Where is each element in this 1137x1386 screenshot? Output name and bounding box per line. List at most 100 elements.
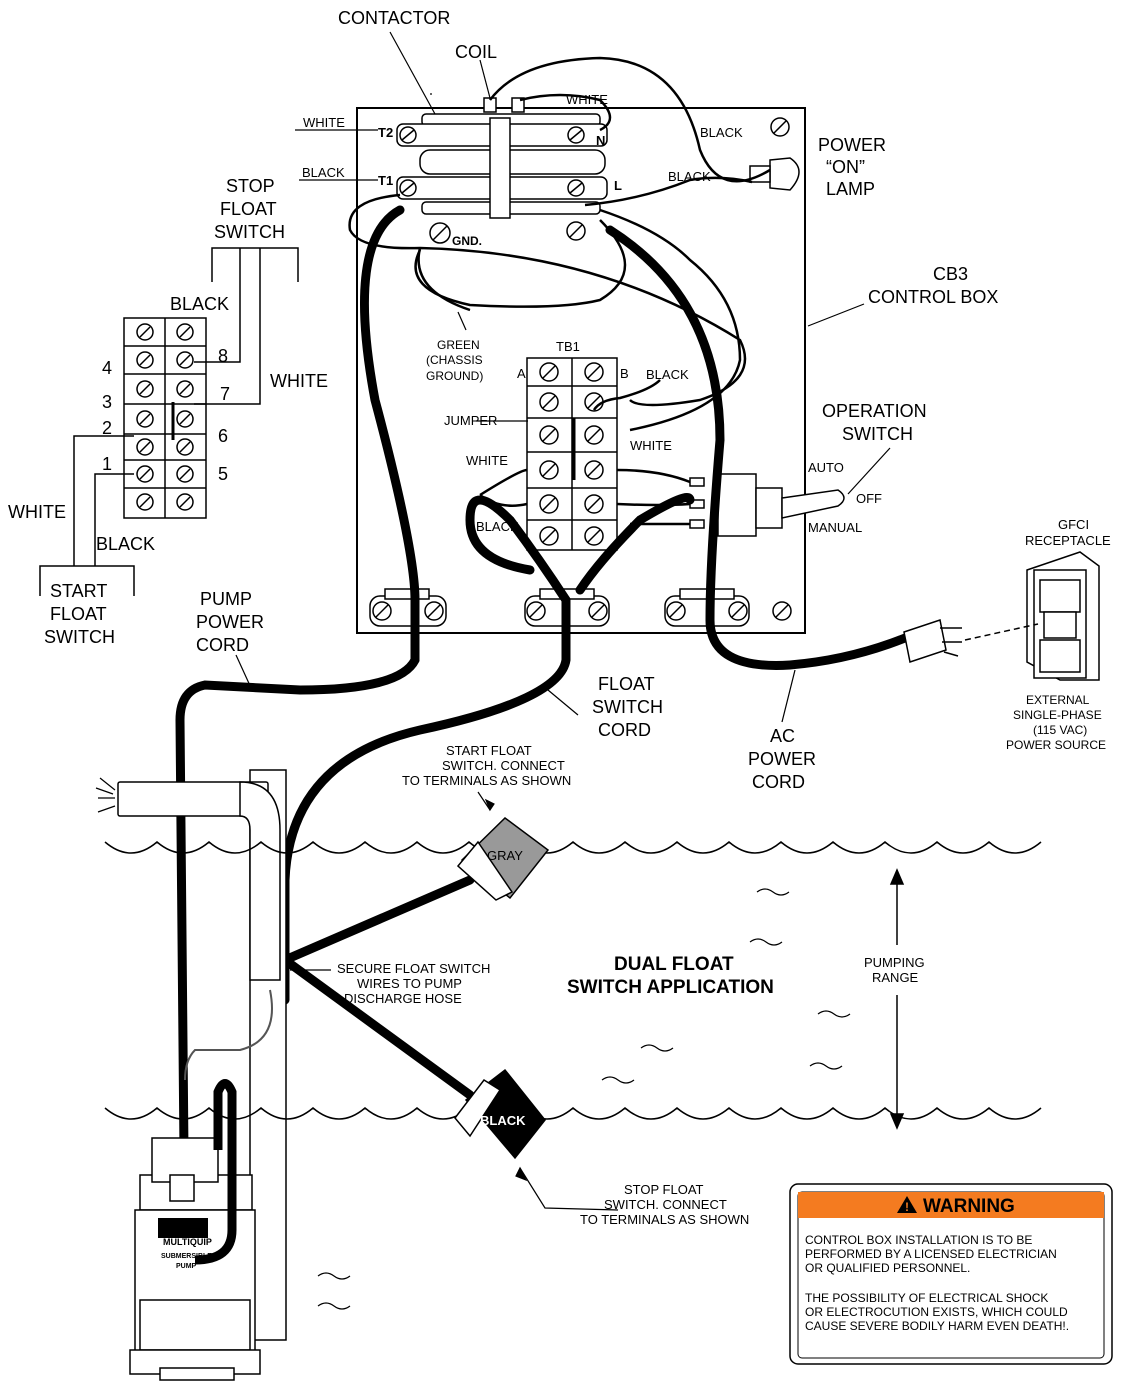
start-float-switch-label: START	[50, 581, 107, 601]
float-switch-cord-label: FLOAT	[598, 674, 655, 694]
jumper-label: JUMPER	[444, 413, 497, 428]
tb1-wire-white: WHITE	[630, 438, 672, 453]
warning-text: CAUSE SEVERE BODILY HARM EVEN DEATH!.	[805, 1319, 1069, 1333]
operation-switch	[689, 473, 845, 537]
cord-clamp	[369, 588, 447, 627]
power-source-label: EXTERNAL	[1026, 693, 1090, 707]
manual-label: MANUAL	[808, 520, 862, 535]
power-lamp-label: POWER	[818, 135, 886, 155]
tb1-label: TB1	[556, 339, 580, 354]
auto-label: AUTO	[808, 460, 844, 475]
tb1-wire-black: BLACK	[646, 367, 689, 382]
high-water-line	[104, 841, 1042, 854]
submersible-pump	[117, 769, 287, 1381]
float-cord-to-black	[280, 955, 475, 1100]
ac-power-cord-label: CORD	[752, 772, 805, 792]
pump-label: SUBMERSIBLE	[161, 1253, 212, 1260]
pump-label: PUMP	[176, 1263, 197, 1270]
tb1-terminal-block	[526, 357, 618, 551]
tb1-a-label: A	[517, 366, 526, 381]
secure-note: DISCHARGE HOSE	[344, 991, 462, 1006]
low-water-line	[104, 1107, 1042, 1120]
off-label: OFF	[856, 491, 882, 506]
terminal-number: 6	[218, 426, 228, 446]
start-float-note: START FLOAT	[446, 743, 532, 758]
start-white-label: WHITE	[8, 502, 66, 522]
diagram-title: DUAL FLOAT	[614, 954, 734, 975]
terminal-number: 3	[102, 392, 112, 412]
secure-note: WIRES TO PUMP	[357, 976, 462, 991]
start-float-switch-label: SWITCH	[44, 627, 115, 647]
stop-float-switch-label: FLOAT	[220, 199, 277, 219]
wire-label-black: BLACK	[700, 125, 743, 140]
gfci-label: RECEPTACLE	[1025, 533, 1111, 548]
float-switch-cord-label: SWITCH	[592, 697, 663, 717]
terminal-number: 7	[220, 384, 230, 404]
warning-box: !	[789, 1183, 1113, 1365]
wire-label-black: BLACK	[302, 165, 345, 180]
control-box-label: CB3	[933, 264, 968, 284]
power-source-label: SINGLE-PHASE	[1013, 708, 1102, 722]
water-ripples	[317, 888, 851, 1310]
ac-power-cord-label: POWER	[748, 749, 816, 769]
warning-exclamation: !	[905, 1200, 909, 1214]
terminal-number: 4	[102, 358, 112, 378]
gnd-label: GND.	[452, 234, 482, 248]
warning-text: OR QUALIFIED PERSONNEL.	[805, 1261, 970, 1275]
stop-float-switch-label: SWITCH	[214, 222, 285, 242]
stop-white-label: WHITE	[270, 371, 328, 391]
wire-label-white: WHITE	[303, 115, 345, 130]
warning-triangle-icon	[897, 1196, 917, 1213]
power-source-label: POWER SOURCE	[1006, 738, 1106, 752]
start-float-note: TO TERMINALS AS SHOWN	[402, 773, 571, 788]
pump-power-cord-label: PUMP	[200, 589, 252, 609]
stop-float-note: TO TERMINALS AS SHOWN	[580, 1212, 749, 1227]
tb1-wire-black: BLACK	[476, 519, 519, 534]
float-cord-branch-left	[465, 495, 571, 605]
stop-float-switch-label: STOP	[226, 176, 275, 196]
leader-lines	[235, 31, 865, 1211]
terminal-strip	[123, 317, 207, 519]
stop-float-note: SWITCH. CONNECT	[604, 1197, 727, 1212]
cords	[175, 205, 910, 1265]
green-chassis-ground-wire	[417, 247, 471, 312]
coil-label: COIL	[455, 42, 497, 62]
black-float-label: BLACK	[480, 1113, 526, 1128]
terminal-number: 8	[218, 346, 228, 366]
pumping-range-label: PUMPING	[864, 955, 925, 970]
warning-text: THE POSSIBILITY OF ELECTRICAL SHOCK	[805, 1291, 1048, 1305]
pump-brand-label: MULTIQUIP	[163, 1237, 212, 1247]
warning-text: OR ELECTROCUTION EXISTS, WHICH COULD	[805, 1305, 1068, 1319]
t2-label: T2	[378, 125, 393, 140]
warning-title: WARNING	[923, 1196, 1015, 1217]
secure-strap-wire	[184, 989, 273, 1081]
secure-note: SECURE FLOAT SWITCH	[337, 961, 490, 976]
float-cord-to-gray	[280, 875, 475, 965]
pump-power-cord-label: POWER	[196, 612, 264, 632]
plug-connection-line	[964, 623, 1039, 641]
terminal-strip-wires	[39, 247, 299, 596]
ac-plug-icon	[903, 619, 962, 663]
stop-float-note: STOP FLOAT	[624, 1182, 704, 1197]
pump-logo	[158, 1218, 208, 1238]
start-float-switch-label: FLOAT	[50, 604, 107, 624]
tb1-wire-white: WHITE	[466, 453, 508, 468]
start-black-label: BLACK	[96, 534, 155, 554]
corner-screw-icon	[770, 117, 790, 137]
ac-power-cord-wire	[605, 225, 910, 670]
pump-loop-cord	[194, 1079, 237, 1265]
gfci-label: GFCI	[1058, 517, 1089, 532]
pump-power-cord-wire	[175, 205, 420, 1265]
terminal-number: 5	[218, 464, 228, 484]
corner-screw-icon	[772, 601, 792, 621]
contactor	[396, 97, 608, 244]
control-box-label: CONTROL BOX	[868, 287, 998, 307]
operation-switch-label: OPERATION	[822, 401, 927, 421]
power-source-label: (115 VAC)	[1033, 723, 1087, 737]
water-spray-icon	[95, 777, 116, 813]
green-ground-label: GROUND)	[426, 369, 483, 383]
wire-label-white: WHITE	[566, 92, 608, 107]
diagram-title: SWITCH APPLICATION	[567, 977, 774, 998]
